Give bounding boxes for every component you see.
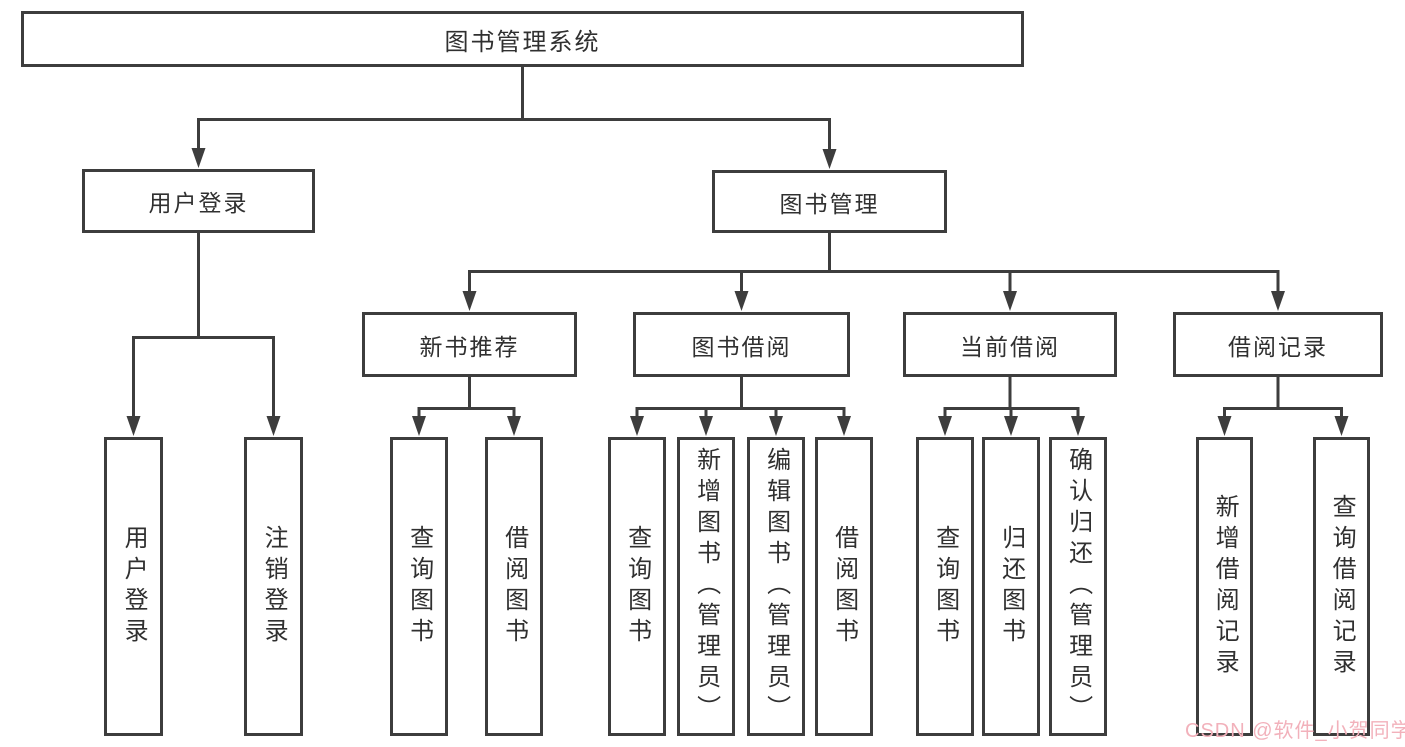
node-borrow-records: 借阅记录: [1173, 312, 1383, 377]
watermark: CSDN @软件_小贺同学: [1185, 720, 1405, 742]
leaf-query-books-1: 查询图书: [390, 437, 448, 736]
leaf-query-borrow-record-label: 查询借阅记录: [1328, 493, 1356, 680]
leaf-query-books-2: 查询图书: [608, 437, 666, 736]
node-new-book-recommend-label: 新书推荐: [419, 333, 520, 360]
node-user-login-label: 用户登录: [148, 190, 249, 216]
connector-book-borrow-children: [630, 377, 851, 436]
node-current-borrow: 当前借阅: [903, 312, 1117, 377]
leaf-confirm-return-admin-label: 确认归还（管理员）: [1064, 447, 1092, 726]
leaf-borrow-books-1: 借阅图书: [485, 437, 543, 736]
node-borrow-records-label: 借阅记录: [1228, 333, 1328, 360]
leaf-query-borrow-record: 查询借阅记录: [1313, 437, 1370, 736]
leaf-query-books-3: 查询图书: [916, 437, 974, 736]
connector-book-management-to-level2: [462, 233, 1285, 311]
leaf-user-login-label: 用户登录: [120, 524, 148, 649]
leaf-add-books-admin: 新增图书（管理员）: [677, 437, 735, 736]
leaf-borrow-books-1-label: 借阅图书: [500, 524, 528, 649]
leaf-edit-books-admin: 编辑图书（管理员）: [747, 437, 805, 736]
node-current-borrow-label: 当前借阅: [960, 333, 1060, 360]
node-new-book-recommend: 新书推荐: [362, 312, 577, 377]
leaf-confirm-return-admin: 确认归还（管理员）: [1049, 437, 1107, 736]
connector-new-book-children: [412, 377, 521, 436]
node-book-management-label: 图书管理: [779, 190, 880, 217]
connector-current-borrow-children: [938, 377, 1085, 436]
node-book-borrow-label: 图书借阅: [691, 333, 792, 360]
leaf-return-books-label: 归还图书: [997, 524, 1025, 649]
node-book-management: 图书管理: [712, 170, 947, 233]
connector-borrow-record-children: [1217, 377, 1349, 436]
node-root-system: 图书管理系统: [21, 11, 1024, 67]
leaf-edit-books-admin-label: 编辑图书（管理员）: [762, 447, 790, 726]
leaf-query-books-2-label: 查询图书: [623, 524, 651, 649]
leaf-query-books-1-label: 查询图书: [405, 524, 433, 649]
connector-root-to-level1: [191, 67, 837, 169]
leaf-logout-login-label: 注销登录: [260, 524, 288, 649]
leaf-borrow-books-2: 借阅图书: [815, 437, 873, 736]
leaf-query-books-3-label: 查询图书: [931, 524, 959, 649]
leaf-borrow-books-2-label: 借阅图书: [830, 524, 858, 649]
leaf-add-borrow-record-label: 新增借阅记录: [1211, 493, 1239, 680]
leaf-user-login: 用户登录: [104, 437, 163, 736]
leaf-add-books-admin-label: 新增图书（管理员）: [692, 447, 720, 726]
connector-user-login-children: [126, 233, 281, 436]
leaf-logout-login: 注销登录: [244, 437, 303, 736]
node-user-login: 用户登录: [82, 169, 315, 233]
node-root-system-label: 图书管理系统: [444, 28, 601, 56]
leaf-return-books: 归还图书: [982, 437, 1040, 736]
node-book-borrow: 图书借阅: [633, 312, 850, 377]
leaf-add-borrow-record: 新增借阅记录: [1196, 437, 1253, 736]
